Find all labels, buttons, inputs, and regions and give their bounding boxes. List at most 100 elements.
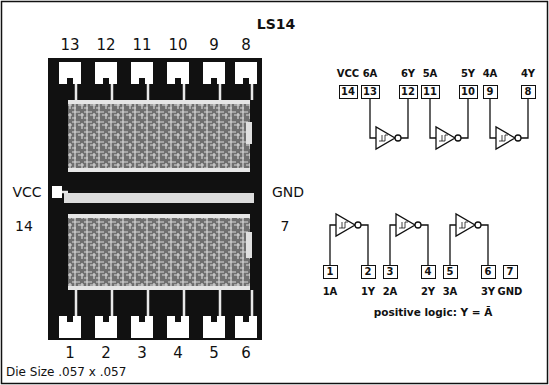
- pad-number: 14: [15, 218, 33, 234]
- die-or-gate-part: [415, 222, 421, 228]
- die-or-gate-part: [246, 232, 252, 258]
- signal-name: 1Y: [361, 286, 375, 298]
- die-or-gate-part: [515, 135, 521, 141]
- signal-name: 3Y: [481, 286, 495, 298]
- die-or-gate-part: [339, 222, 348, 228]
- logic-note: positive logic: Y = Ā: [374, 306, 493, 318]
- die-or-gate-part: [59, 62, 257, 338]
- pad-number: 5: [209, 345, 219, 362]
- die-or-gate-part: [235, 316, 257, 338]
- signal-name: 4Y: [521, 68, 535, 80]
- die-or-gate-part: [68, 168, 250, 172]
- die-or-gate-part: [456, 214, 475, 236]
- pad-number: 1: [65, 345, 75, 362]
- signal-name: 5Y: [461, 68, 475, 80]
- die-or-gate-part: [68, 100, 250, 104]
- schmitt-inverters: [330, 99, 528, 265]
- pin-number: 13: [363, 86, 377, 98]
- pin-number: 7: [507, 266, 514, 278]
- die-or-gate-part: [167, 62, 189, 84]
- die-or-gate-part: [211, 316, 217, 322]
- die-or-gate-part: [376, 127, 395, 149]
- signal-name: 6Y: [401, 68, 415, 80]
- die-or-gate-part: [95, 316, 117, 338]
- pad-number: 8: [241, 37, 251, 54]
- pin-box: 11: [421, 85, 440, 99]
- die-or-gate-part: [203, 316, 225, 338]
- pad-number: 6: [241, 345, 251, 362]
- die-or-gate-part: [131, 62, 153, 84]
- signal-name: VCC: [337, 68, 359, 80]
- die-or-gate-part: [496, 127, 515, 149]
- die-or-gate-part: [203, 62, 225, 84]
- pin-number: 10: [461, 86, 475, 98]
- die-or-gate-part: [68, 214, 250, 218]
- chip-title: LS14: [257, 16, 296, 32]
- pin-box: 7: [503, 265, 518, 279]
- die-or-gate-part: [64, 193, 254, 203]
- die-or-gate-part: [439, 135, 448, 141]
- pad-number: 9: [209, 37, 219, 54]
- die-or-gate-part: [67, 78, 73, 84]
- pin-number: 9: [487, 86, 494, 98]
- signal-name: 5A: [423, 68, 438, 80]
- die-or-gate-part: [103, 78, 109, 84]
- die-or-gate-part: [243, 316, 249, 322]
- pin-box: 1: [323, 265, 338, 279]
- die-or-gate-part: [455, 135, 461, 141]
- pin-box: 5: [443, 265, 458, 279]
- die-or-gate-part: [52, 186, 62, 198]
- pad-number: 2: [101, 345, 111, 362]
- die-or-gate-part: [243, 78, 249, 84]
- die-or-gate-part: [68, 286, 250, 290]
- pad-number: 11: [132, 37, 151, 54]
- pin-box: 13: [361, 85, 380, 99]
- die-or-gate-part: [68, 100, 250, 172]
- die-or-gate-part: [436, 127, 455, 149]
- pin-number: 6: [485, 266, 492, 278]
- die-or-gate-part: [459, 222, 468, 228]
- pad-number: 13: [60, 37, 79, 54]
- signal-name: 3A: [443, 286, 458, 298]
- pin-name: GND: [272, 184, 304, 200]
- die-or-gate-part: [175, 78, 181, 84]
- die-or-gate-part: [355, 222, 361, 228]
- die-or-gate-part: [167, 316, 189, 338]
- signal-name: 2Y: [421, 286, 435, 298]
- pad-number: 7: [281, 218, 290, 234]
- die-or-gate-part: [59, 316, 81, 338]
- pin-number: 4: [425, 266, 432, 278]
- pad-number: 10: [168, 37, 187, 54]
- pin-number: 5: [447, 266, 454, 278]
- pin-box: 6: [481, 265, 496, 279]
- die-or-gate-part: [336, 214, 355, 236]
- die-or-gate-part: [246, 122, 252, 144]
- die-or-gate-part: [395, 135, 401, 141]
- pin-box: 3: [383, 265, 398, 279]
- pad-number: 12: [96, 37, 115, 54]
- signal-name: 2A: [383, 286, 398, 298]
- die-or-gate-part: [175, 316, 181, 322]
- die-or-gate-part: [67, 78, 249, 322]
- signal-name: GND: [498, 286, 523, 298]
- die-or-gate-part: [68, 214, 250, 290]
- die-or-gate-part: [131, 316, 153, 338]
- signal-name: 4A: [483, 68, 498, 80]
- pin-box: 8: [521, 85, 536, 99]
- die-or-gate-part: [396, 214, 415, 236]
- pin-box: 14: [339, 85, 358, 99]
- pad-number: 4: [173, 345, 183, 362]
- pin-name: VCC: [12, 184, 41, 200]
- signal-name: 1A: [323, 286, 338, 298]
- die-or-gate-part: [235, 62, 257, 84]
- die-or-gate-part: [499, 135, 508, 141]
- pin-number: 3: [387, 266, 394, 278]
- die-or-gate-part: [59, 62, 81, 84]
- die-or-gate-part: [103, 316, 109, 322]
- die-or-gate-part: [475, 222, 481, 228]
- pin-box: 2: [361, 265, 376, 279]
- pin-number: 2: [365, 266, 372, 278]
- die-or-gate-part: [139, 316, 145, 322]
